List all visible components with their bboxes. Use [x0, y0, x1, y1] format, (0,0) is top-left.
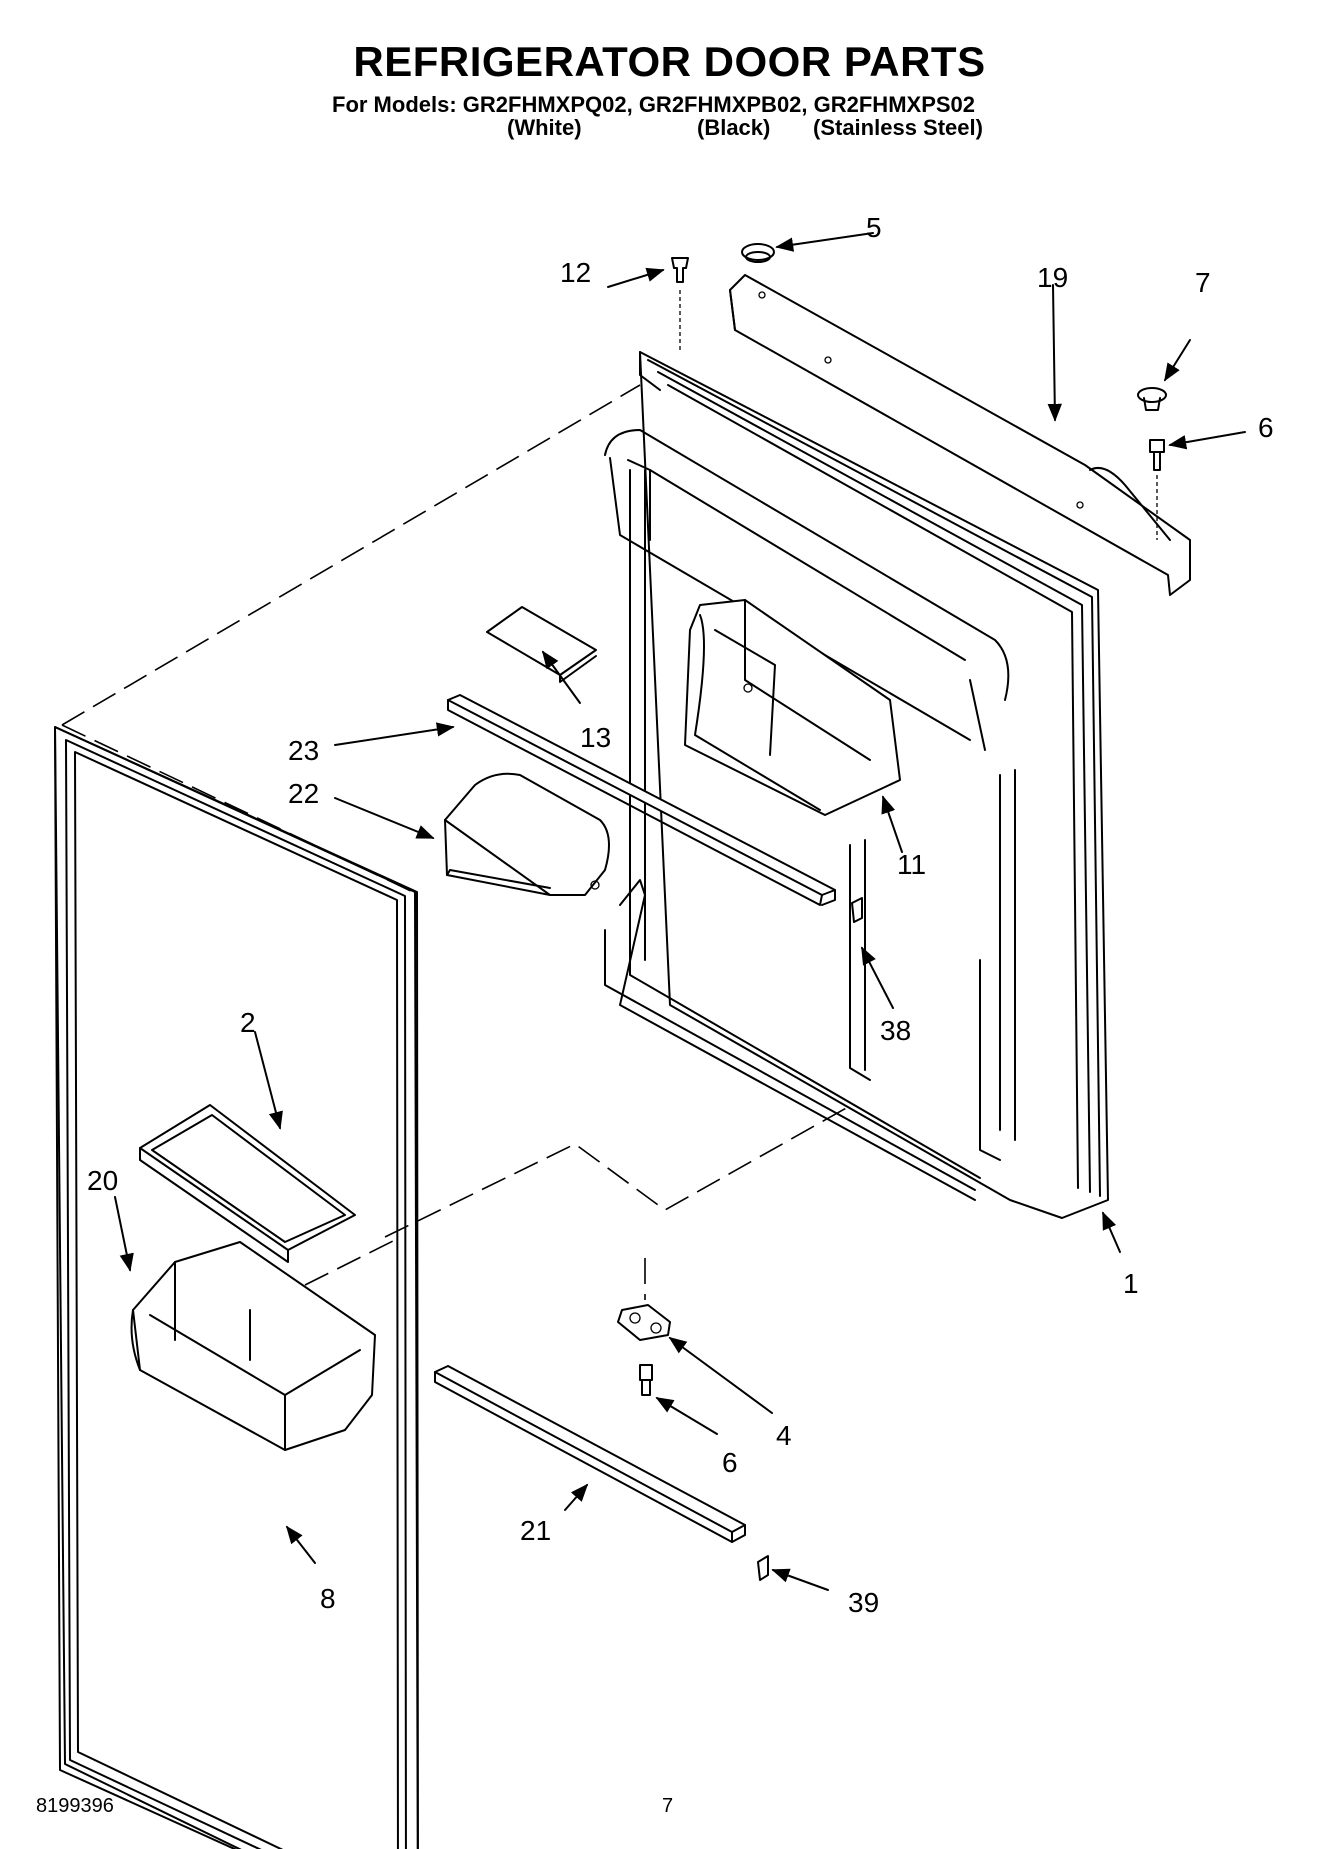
- callout-21: 21: [520, 1515, 551, 1546]
- tray-part-13: [486, 606, 597, 683]
- callout-6-bottom: 6: [722, 1447, 738, 1478]
- hinge-cover-part-19: [729, 274, 1191, 596]
- hinge-part-4: [617, 1304, 671, 1341]
- dairy-bin-part-11: [684, 599, 901, 816]
- clip-part-39: [757, 1555, 769, 1581]
- door-bin-part-20: [130, 1241, 376, 1451]
- callout-8: 8: [320, 1583, 336, 1614]
- screw-part-12: [671, 257, 689, 350]
- callout-5: 5: [866, 212, 882, 243]
- callout-2: 2: [240, 1007, 256, 1038]
- callout-39: 39: [848, 1587, 879, 1618]
- callout-11: 11: [897, 849, 926, 880]
- callout-19: 19: [1037, 262, 1068, 293]
- callout-7: 7: [1195, 267, 1211, 298]
- callout-22: 22: [288, 778, 319, 809]
- document-number: 8199396: [36, 1795, 114, 1817]
- callout-12: 12: [560, 257, 591, 288]
- page-number: 7: [662, 1795, 674, 1817]
- dairy-door-part-22: [444, 772, 610, 896]
- page-title: REFRIGERATOR DOOR PARTS: [353, 38, 986, 85]
- models-line: For Models: GR2FHMXPQ02, GR2FHMXPB02, GR…: [332, 92, 976, 117]
- bottom-trim-part-21: [434, 1365, 746, 1543]
- shelf-guard-part-2: [139, 1104, 356, 1263]
- model-color-black: (Black): [697, 115, 771, 140]
- clip-part-38: [851, 897, 863, 923]
- model-color-white: (White): [507, 115, 582, 140]
- upper-door-shelf: [604, 429, 1010, 751]
- cap-part-7: [1137, 387, 1167, 411]
- door-gasket-part-8: [54, 726, 419, 1849]
- callout-6-top: 6: [1258, 412, 1274, 443]
- callout-4: 4: [776, 1420, 792, 1451]
- model-color-stainless: (Stainless Steel): [813, 115, 983, 140]
- screw-part-6-top: [1149, 439, 1165, 540]
- leader-arrows: [114, 232, 1246, 1591]
- screw-part-6-bottom: [639, 1364, 653, 1396]
- callout-13: 13: [580, 722, 611, 753]
- plug-part-5: [741, 243, 775, 263]
- callout-20: 20: [87, 1165, 118, 1196]
- trim-strip-part-23: [447, 694, 836, 906]
- callout-38: 38: [880, 1015, 911, 1046]
- callout-23: 23: [288, 735, 319, 766]
- callout-1: 1: [1123, 1268, 1139, 1299]
